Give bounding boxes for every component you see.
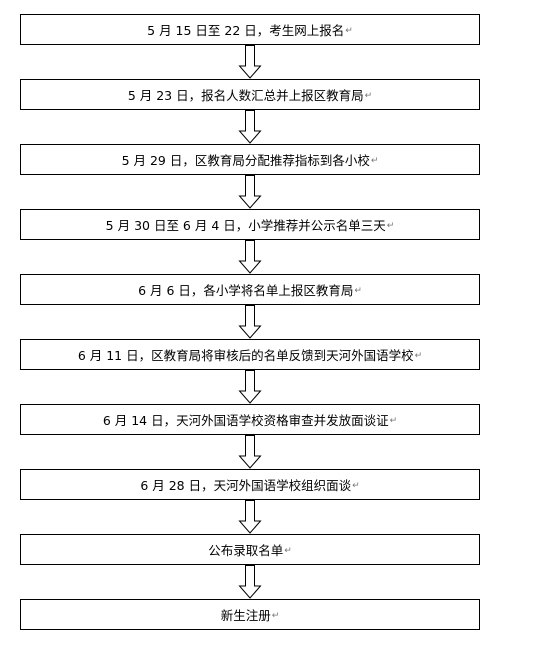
paragraph-mark-icon: ↵	[364, 90, 373, 101]
step-label-10: 新生注册	[220, 608, 271, 623]
down-arrow-icon	[238, 175, 262, 209]
step-label-3: 5 月 29 日，区教育局分配推荐指标到各小校	[121, 153, 370, 168]
step-label-9: 公布录取名单	[208, 543, 284, 558]
step-label-1: 5 月 15 日至 22 日，考生网上报名	[147, 23, 345, 38]
down-arrow-icon	[238, 45, 262, 79]
paragraph-mark-icon: ↵	[389, 415, 398, 426]
step-box-4: 5 月 30 日至 6 月 4 日，小学推荐并公示名单三天↵	[20, 209, 480, 240]
paragraph-mark-icon: ↵	[271, 610, 280, 621]
step-box-9: 公布录取名单↵	[20, 534, 480, 565]
down-arrow-icon	[238, 500, 262, 534]
step-box-6: 6 月 11 日，区教育局将审核后的名单反馈到天河外国语学校↵	[20, 339, 480, 370]
step-box-2: 5 月 23 日，报名人数汇总并上报区教育局↵	[20, 79, 480, 110]
down-arrow-icon	[238, 370, 262, 404]
down-arrow-icon	[238, 565, 262, 599]
down-arrow-icon	[238, 305, 262, 339]
down-arrow-icon	[238, 110, 262, 144]
step-label-2: 5 月 23 日，报名人数汇总并上报区教育局	[127, 88, 364, 103]
paragraph-mark-icon: ↵	[386, 220, 395, 231]
step-label-6: 6 月 11 日，区教育局将审核后的名单反馈到天河外国语学校	[77, 348, 414, 363]
down-arrow-icon	[238, 435, 262, 469]
step-label-4: 5 月 30 日至 6 月 4 日，小学推荐并公示名单三天	[105, 218, 386, 233]
step-box-10: 新生注册↵	[20, 599, 480, 630]
down-arrow-icon	[238, 240, 262, 274]
paragraph-mark-icon: ↵	[370, 155, 379, 166]
step-box-3: 5 月 29 日，区教育局分配推荐指标到各小校↵	[20, 144, 480, 175]
paragraph-mark-icon: ↵	[414, 350, 423, 361]
paragraph-mark-icon: ↵	[345, 25, 353, 36]
paragraph-mark-icon: ↵	[284, 545, 292, 556]
paragraph-mark-icon: ↵	[352, 480, 360, 491]
step-box-7: 6 月 14 日，天河外国语学校资格审查并发放面谈证↵	[20, 404, 480, 435]
step-box-8: 6 月 28 日，天河外国语学校组织面谈↵	[20, 469, 480, 500]
step-label-8: 6 月 28 日，天河外国语学校组织面谈	[140, 478, 352, 493]
step-box-1: 5 月 15 日至 22 日，考生网上报名↵	[20, 14, 480, 45]
step-box-5: 6 月 6 日，各小学将名单上报区教育局↵	[20, 274, 480, 305]
step-label-5: 6 月 6 日，各小学将名单上报区教育局	[138, 283, 354, 298]
paragraph-mark-icon: ↵	[354, 285, 362, 296]
step-label-7: 6 月 14 日，天河外国语学校资格审查并发放面谈证	[102, 413, 389, 428]
